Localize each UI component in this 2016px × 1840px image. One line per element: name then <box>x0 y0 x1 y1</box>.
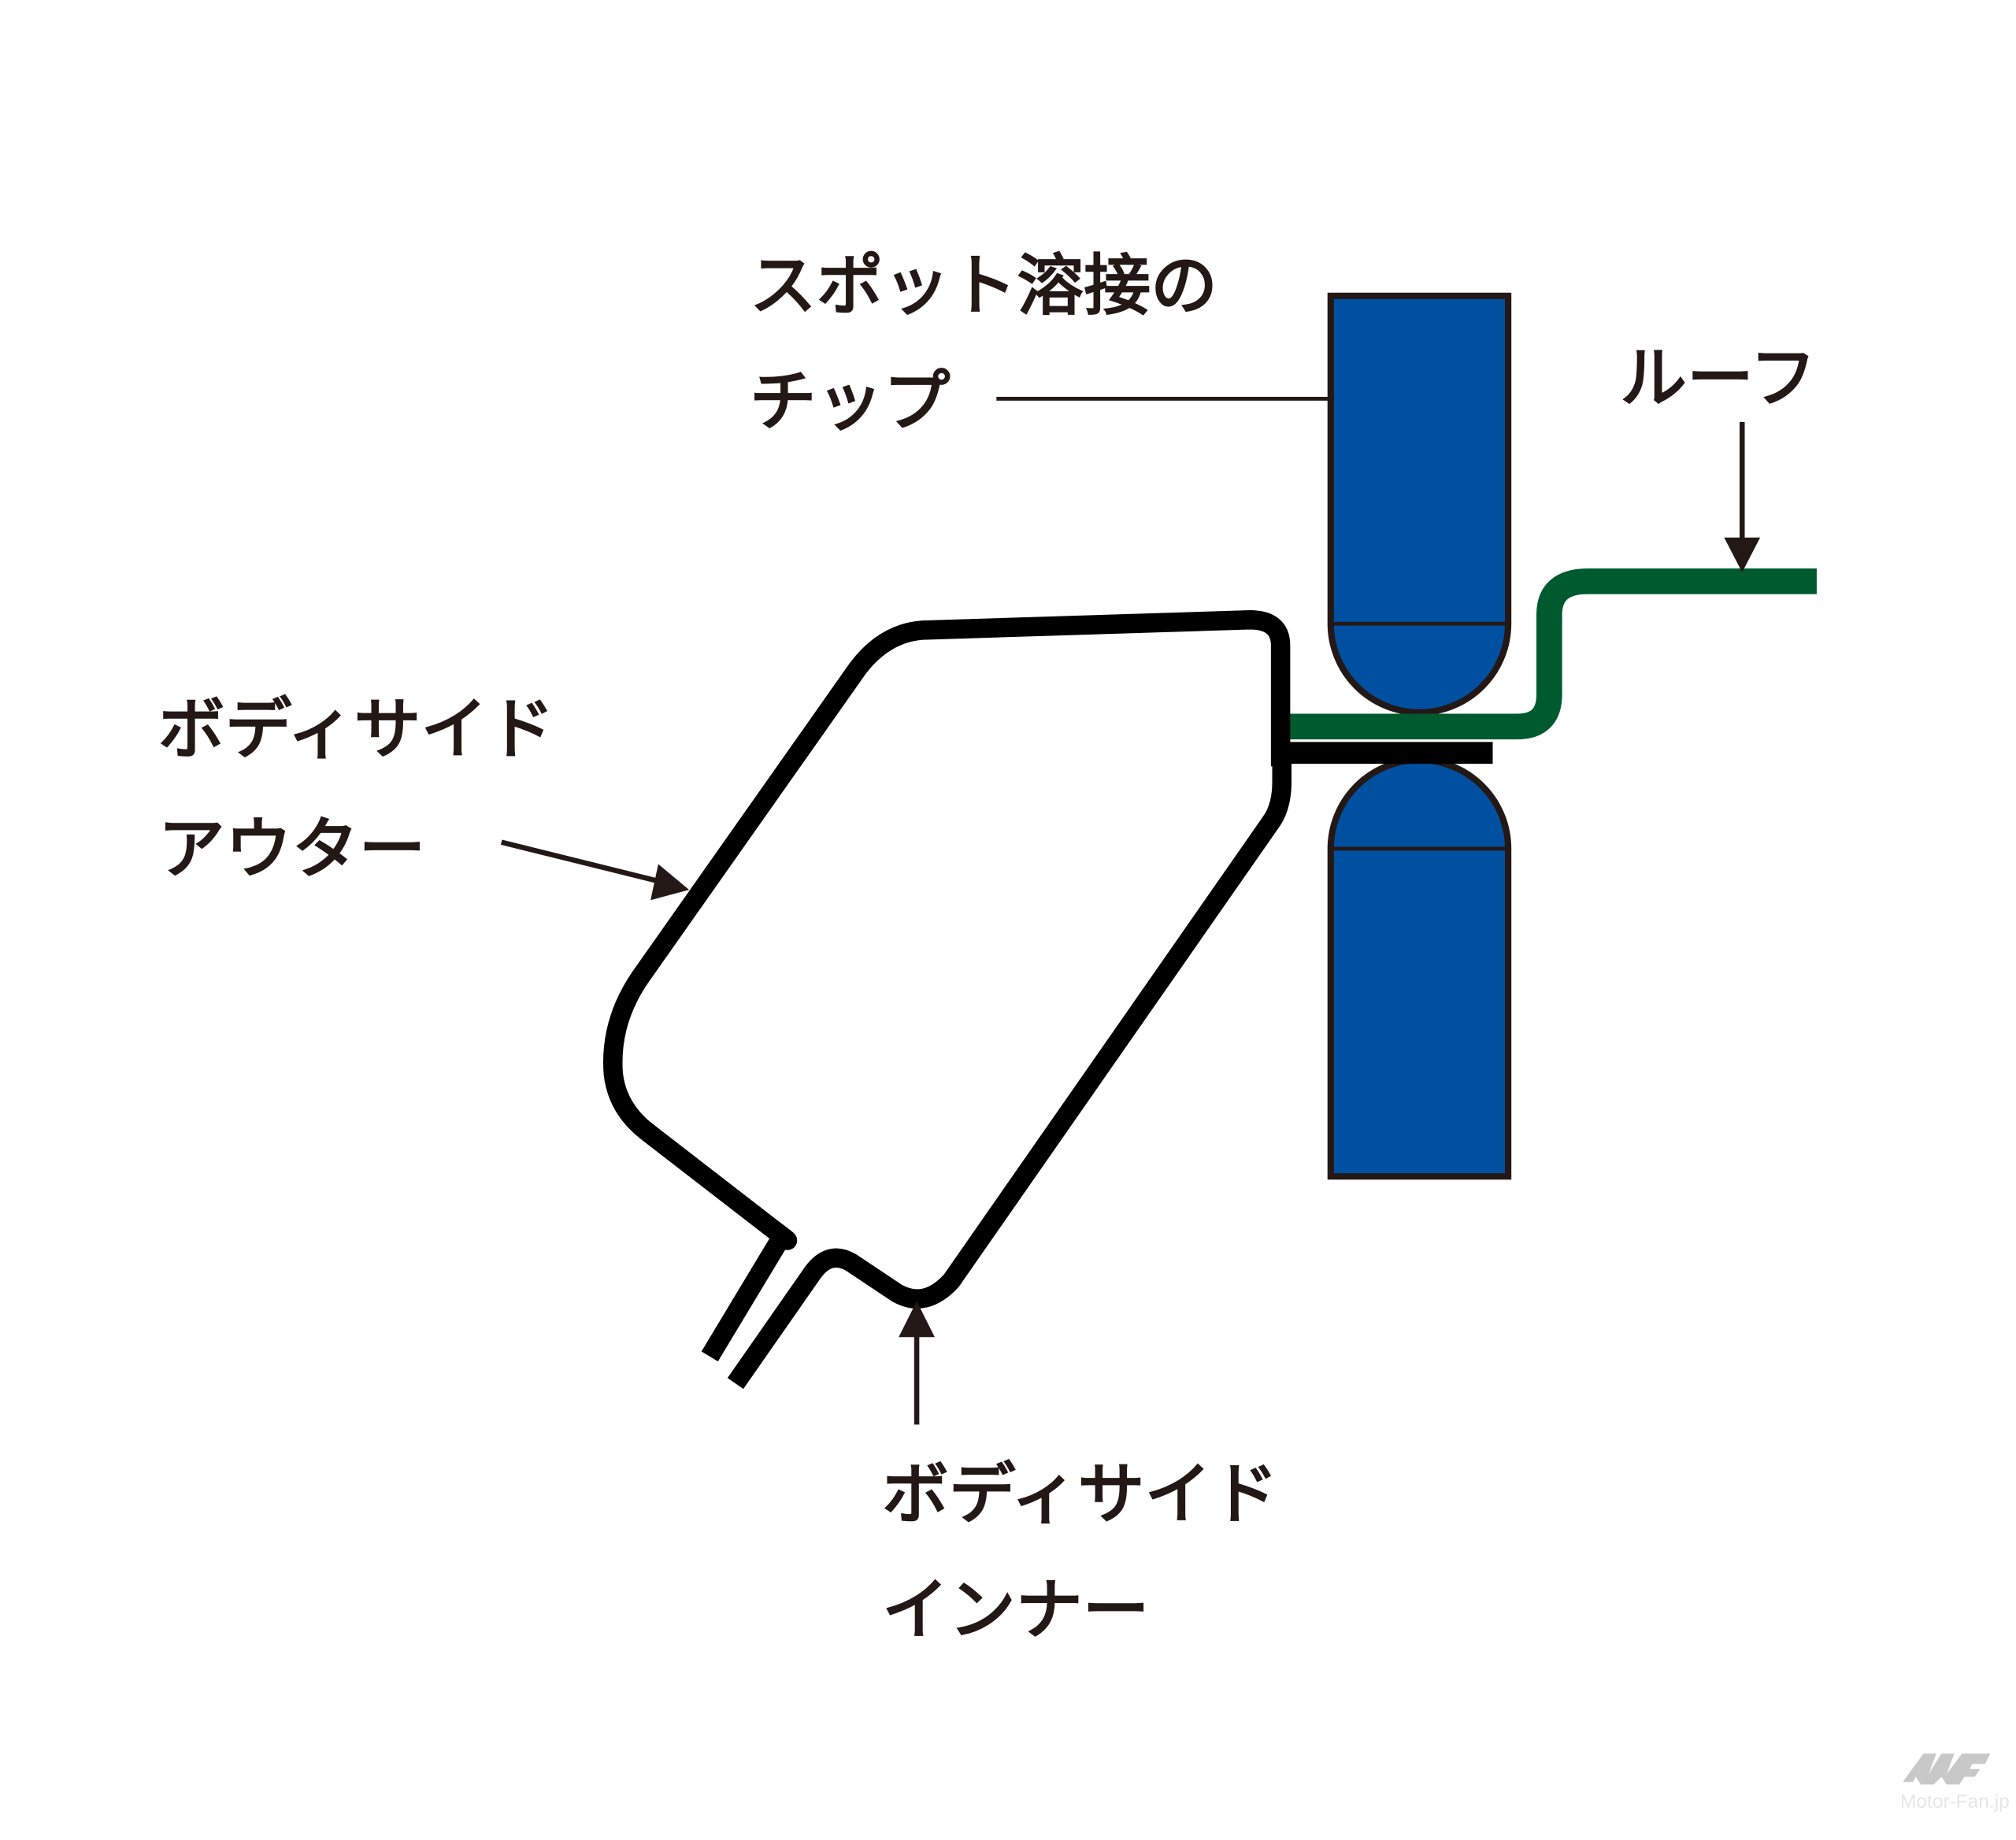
tip-label-line2: チップ <box>750 363 951 441</box>
roof-label: ルーフ <box>1620 340 1817 418</box>
roof-arrow <box>1724 421 1761 572</box>
flange-bar <box>1285 742 1493 765</box>
outer-label-line1: ボディサイド <box>158 690 554 768</box>
outer-arrow <box>500 839 690 901</box>
outer-label-line2: アウター <box>158 810 426 888</box>
body-side-inner-panel <box>727 758 1292 1390</box>
motor-fan-logo: Motor-Fan.jp <box>1900 1753 2010 1812</box>
tip-label-line1: スポット溶接の <box>750 247 1217 325</box>
body-side-outer-panel <box>603 610 1291 1362</box>
inner-label-line2: インナー <box>882 1572 1150 1649</box>
upper-electrode-tip <box>1327 292 1512 716</box>
lower-electrode-tip <box>1327 757 1512 1180</box>
inner-arrow <box>899 1301 935 1425</box>
inner-label-line1: ボディサイド <box>882 1456 1278 1534</box>
roof-panel <box>1289 568 1817 740</box>
logo-text: Motor-Fan.jp <box>1900 1791 2010 1812</box>
